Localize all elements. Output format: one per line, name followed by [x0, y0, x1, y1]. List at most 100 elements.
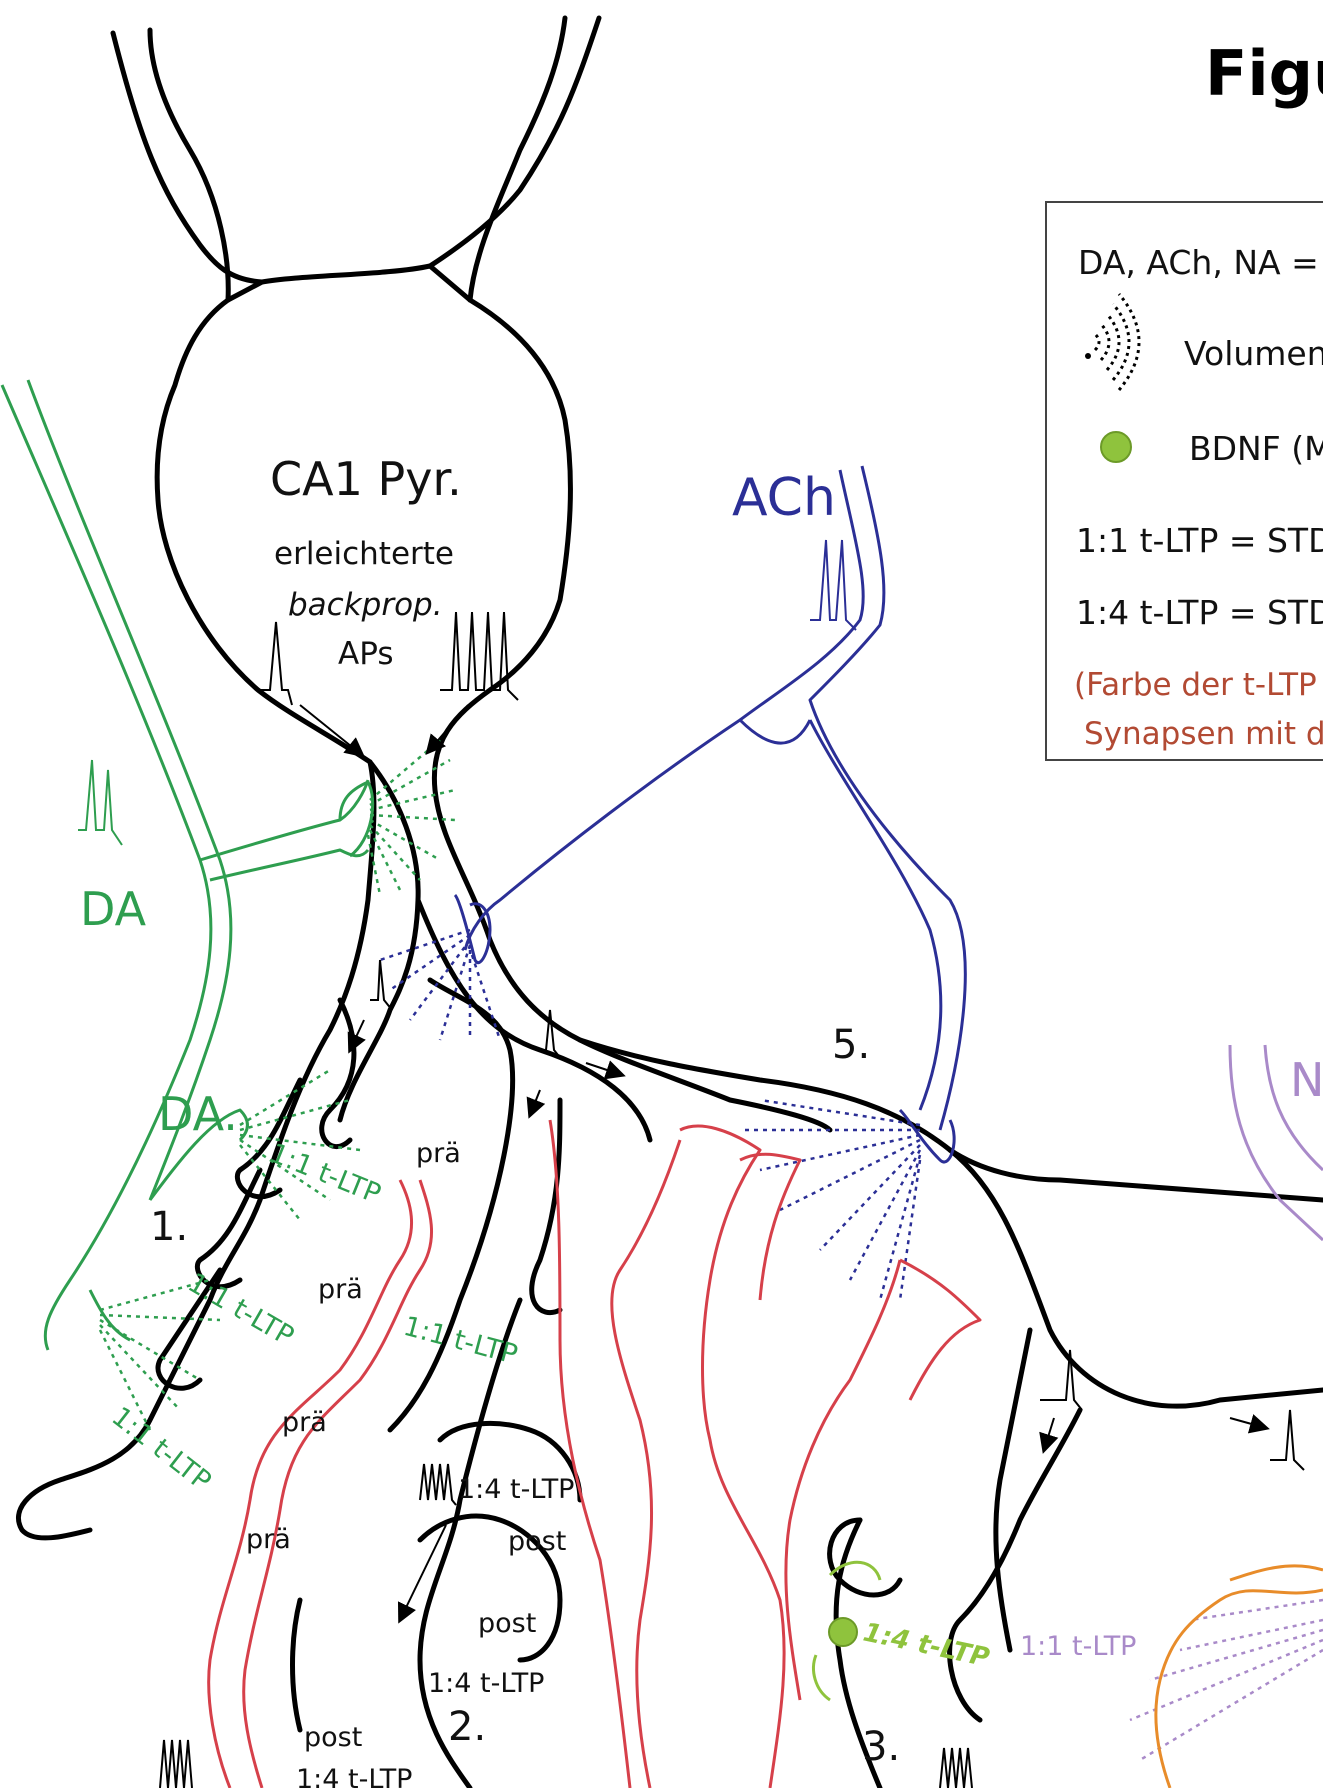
- site-number-5: 5.: [832, 1022, 870, 1068]
- legend-line-ltp11: 1:1 t-LTP = STDF: [1076, 521, 1323, 560]
- red-fiber-1b: [242, 1179, 434, 1788]
- da-label-upper: DA: [80, 882, 147, 936]
- legend-line-bdnf: BDNF (M: [1189, 429, 1323, 468]
- spine-branch-2: [234, 1077, 303, 1200]
- site-number-1: 1.: [150, 1204, 188, 1250]
- legend-line-neuromodulators: DA, ACh, NA = N: [1078, 243, 1323, 282]
- ltp14-label-3: 1:4 t-LTP: [296, 1764, 412, 1788]
- spine-2-stems: [290, 1597, 303, 1733]
- backprop-spike-single-icon: [258, 621, 293, 706]
- ltp11-label-3: 1:1 t-LTP: [106, 1401, 217, 1497]
- red-fiber-3a: [679, 1124, 786, 1788]
- legend-note-line2: Synapsen mit d: [1084, 716, 1323, 752]
- ltp14-label-1: 1:4 t-LTP: [458, 1474, 574, 1505]
- pre-label-3: prä: [282, 1407, 327, 1438]
- volume-transmission-dot-icon: [1085, 353, 1091, 359]
- ltp14-label-2: 1:4 t-LTP: [428, 1668, 544, 1699]
- orange-fiber: [1154, 1564, 1323, 1788]
- ach-branch-to-dendrite: [738, 718, 812, 745]
- backprop-spike-train-icon: [440, 611, 519, 701]
- ach-volume-release-upper: [379, 928, 502, 1041]
- da-branch-upper-inner: [209, 848, 370, 882]
- legend-note-line1: (Farbe der t-LTP: [1074, 667, 1317, 703]
- ltp14-label-bdnf: 1:4 t-LTP: [861, 1618, 992, 1674]
- ltp11-label-1: 1:1 t-LTP: [265, 1138, 385, 1210]
- spine-3-head: [827, 1517, 903, 1598]
- site-number-2: 2.: [448, 1704, 486, 1750]
- ach-fiber-right: [808, 465, 967, 1131]
- bdnf-legend-icon: [1100, 431, 1132, 463]
- ach-terminal-lower: [898, 1108, 956, 1164]
- main-dendrite-inner: [337, 759, 421, 1123]
- red-fiber-3b: [739, 1152, 802, 1301]
- dendrite-branch-d: [577, 1037, 833, 1133]
- red-fiber-2b: [610, 1139, 682, 1788]
- ca1-pyramidal-neuron: [15, 15, 1323, 1788]
- presynaptic-fibers: [207, 1119, 982, 1788]
- spike-train-mid-icon: [419, 1463, 457, 1506]
- spine-3-stem: [833, 1517, 883, 1788]
- ach-spike-icon: [810, 539, 857, 631]
- soma-left-outline: [15, 30, 377, 1541]
- soma-right-outline: [427, 15, 1323, 1409]
- ach-terminal-upper: [453, 893, 492, 964]
- da-label-lower: DA.: [158, 1087, 238, 1141]
- bdnf-dot-icon: [828, 1617, 858, 1647]
- red-fiber-1a: [207, 1179, 414, 1788]
- legend-line-volume: Volumen: [1184, 334, 1323, 373]
- bdnf-circular-arrows-icon: [812, 1560, 882, 1702]
- dopamine-fiber: [0, 379, 375, 1351]
- na-label: N: [1290, 1053, 1323, 1107]
- noradrenaline-fiber: [1228, 1044, 1323, 1242]
- spine-branch-4: [155, 1267, 223, 1391]
- ach-fiber-left: [463, 469, 865, 951]
- da-terminal-upper: [338, 780, 375, 858]
- legend-line-ltp14: 1:4 t-LTP = STDF: [1076, 593, 1323, 632]
- neuron-name-label: CA1 Pyr.: [270, 452, 462, 506]
- neuron-sub-label-3: APs: [338, 636, 394, 672]
- da-spike-icon: [78, 759, 123, 846]
- dendrite-branch-c: [417, 1297, 523, 1788]
- small-spike-icons: [370, 959, 1305, 1471]
- volume-transmission-icon: [1093, 293, 1141, 391]
- dendrite-branch-e: [993, 1327, 1033, 1653]
- left-apical-trunk: [147, 27, 231, 303]
- acetylcholine-fiber: [453, 465, 967, 1164]
- dendrite-branch-a: [387, 977, 516, 1433]
- spike-train-bottom-right-icon: [939, 1747, 973, 1788]
- red-fiber-4b: [899, 1258, 982, 1401]
- ltp11-label-4: 1:1 t-LTP: [400, 1311, 521, 1371]
- right-apical-trunk: [467, 15, 568, 303]
- da-volume-release-lower: [98, 1068, 361, 1431]
- spine-branch-3: [194, 1167, 263, 1290]
- main-dendrite-right-inner: [415, 897, 653, 1143]
- da-fiber-inner: [26, 379, 233, 1201]
- pre-label-2: prä: [318, 1274, 363, 1305]
- ach-label: ACh: [732, 468, 836, 528]
- legend: DA, ACh, NA = N Volumen BDNF (M 1:1 t-LT…: [1045, 201, 1323, 761]
- ltp11-label-5: 1:1 t-LTP: [1020, 1631, 1136, 1662]
- post-label-3: post: [304, 1722, 362, 1753]
- pre-label-4: prä: [246, 1524, 291, 1555]
- neuron-sub-label-1: erleichterte: [274, 536, 454, 572]
- neuron-sub-label-2: backprop.: [288, 587, 443, 623]
- legend-box: [1045, 201, 1323, 761]
- post-label-1: post: [508, 1526, 566, 1557]
- figure-title: Figu: [1205, 37, 1323, 110]
- da-fiber-outer: [0, 384, 213, 1351]
- dendrite-branch-b: [529, 1097, 563, 1315]
- ach-fiber-inner: [808, 719, 943, 1111]
- da-branch-lower: [148, 1108, 249, 1201]
- red-fiber-2a: [548, 1119, 632, 1788]
- left-branch-inner: [259, 263, 433, 285]
- pre-label-1: prä: [416, 1138, 461, 1169]
- ach-volume-release-lower: [740, 1098, 922, 1301]
- post-label-2: post: [478, 1608, 536, 1639]
- da-volume-release-upper: [366, 739, 456, 896]
- da-terminal-lower: [88, 1289, 131, 1342]
- diagram-labels: CA1 Pyr. erleichterte backprop. APs ACh …: [80, 452, 1323, 1788]
- signal-arrows: [299, 704, 1270, 1624]
- lower-right-dendrite: [947, 1147, 1323, 1203]
- site-number-3: 3.: [862, 1724, 900, 1770]
